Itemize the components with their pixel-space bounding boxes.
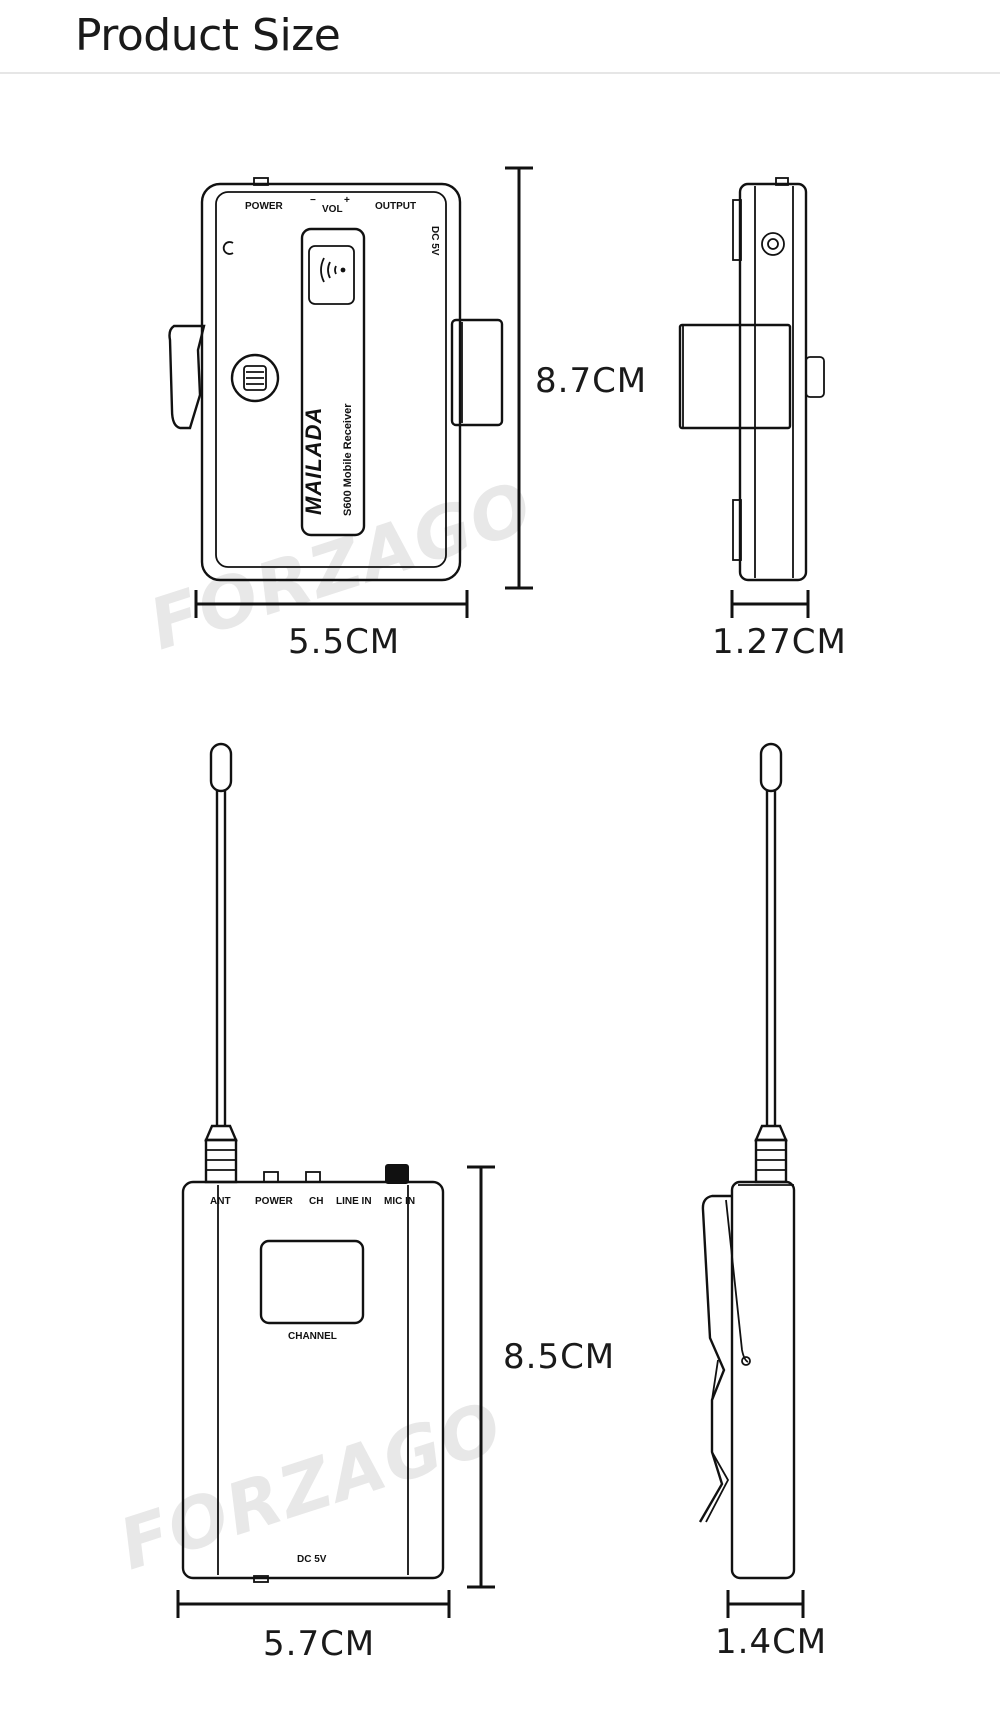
battery-cover-knob (230, 353, 280, 403)
line-in-label: LINE IN (336, 1196, 372, 1207)
receiver-body (200, 182, 462, 582)
model-label: S600 Mobile Receiver (342, 403, 354, 516)
ch-label: CH (309, 1196, 323, 1207)
transmitter-side-body (730, 1180, 796, 1580)
headphone-jack-icon (222, 241, 234, 255)
receiver-depth-dimension: 1.27CM (712, 590, 847, 662)
transmitter-width-dimension: 5.7CM (176, 1590, 451, 1664)
brand-logo: MAILADA (301, 407, 326, 515)
transmitter-dc-label: DC 5V (297, 1554, 327, 1565)
mic-in-label: MIC IN (384, 1196, 415, 1207)
transmitter-belt-clip (698, 1194, 732, 1523)
receiver-power-label: POWER (245, 201, 284, 212)
vol-minus-label: − (310, 195, 316, 206)
receiver-side-plug (450, 318, 504, 427)
transmitter-height-value: 8.5CM (503, 1337, 615, 1377)
wireless-signal-icon (320, 257, 346, 283)
transmitter-side-view (698, 742, 796, 1580)
receiver-height-dimension: 8.7CM (505, 166, 647, 590)
transmitter-depth-dimension: 1.4CM (715, 1590, 827, 1662)
vol-plus-label: + (344, 195, 350, 206)
transmitter-antenna-tip (209, 742, 233, 793)
receiver-width-value: 5.5CM (288, 622, 400, 662)
transmitter-body (181, 1180, 445, 1580)
wireless-badge (308, 245, 355, 305)
receiver-dc-label: DC 5V (429, 226, 440, 256)
channel-label: CHANNEL (288, 1331, 337, 1342)
receiver-front-view: POWER − VOL + OUTPUT DC 5V MAILADA S600 … (168, 177, 504, 582)
receiver-side-body (738, 182, 808, 582)
receiver-side-clip (678, 323, 792, 430)
transmitter-depth-value: 1.4CM (715, 1622, 827, 1662)
transmitter-antenna-base (204, 1138, 238, 1184)
receiver-side-view (678, 177, 825, 582)
receiver-depth-value: 1.27CM (712, 622, 847, 662)
receiver-height-value: 8.7CM (535, 361, 647, 401)
transmitter-width-value: 5.7CM (263, 1624, 375, 1664)
receiver-width-dimension: 5.5CM (194, 590, 469, 662)
page-header: Product Size (0, 0, 1000, 74)
mic-in-jack (385, 1164, 409, 1184)
receiver-output-label: OUTPUT (375, 201, 416, 212)
page-title: Product Size (75, 10, 341, 61)
transmitter-front-view: ANT POWER CH LINE IN MIC IN CHANNEL DC 5… (181, 742, 445, 1583)
ant-label: ANT (210, 1196, 231, 1207)
receiver-belt-clip (168, 324, 206, 430)
receiver-front-plate (300, 227, 366, 537)
receiver-vol-label: VOL (322, 204, 343, 215)
transmitter-power-label: POWER (255, 1196, 294, 1207)
transmitter-height-dimension: 8.5CM (467, 1165, 615, 1589)
channel-display (259, 1239, 365, 1325)
